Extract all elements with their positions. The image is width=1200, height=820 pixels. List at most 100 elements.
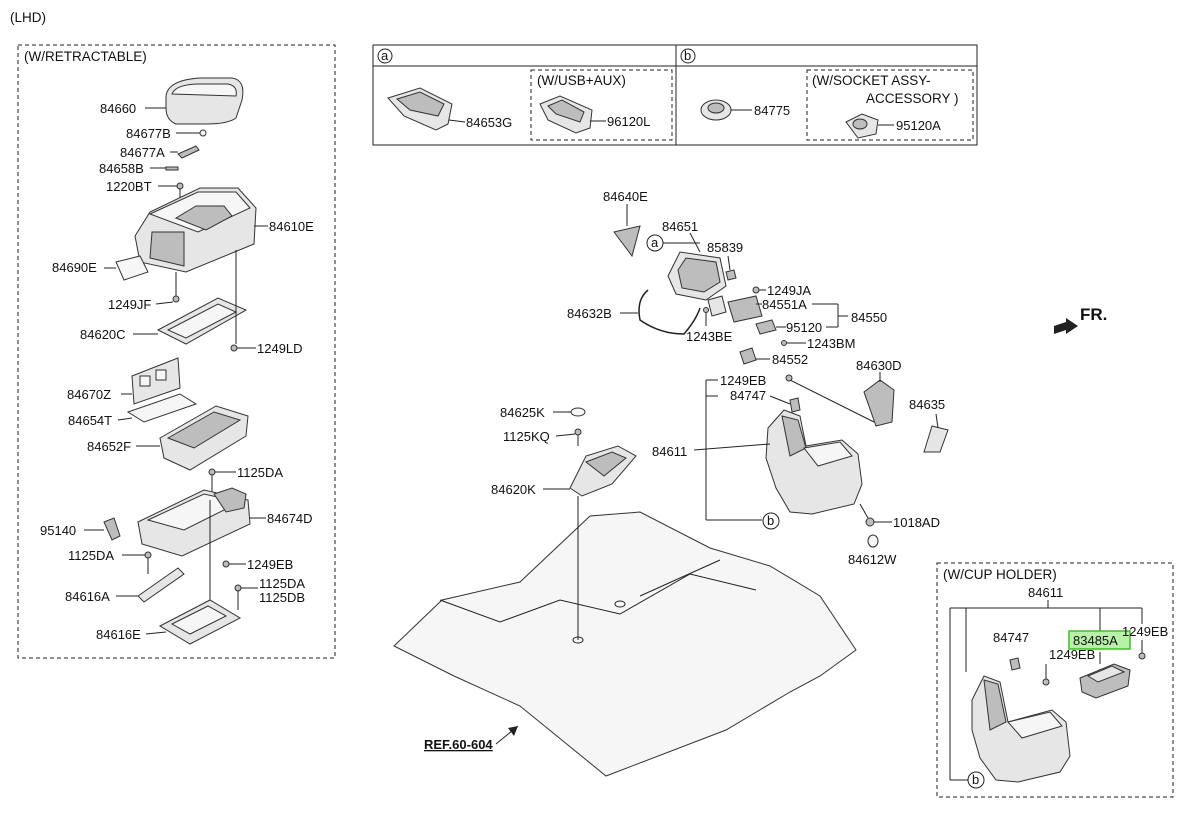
part-84652f-tray xyxy=(136,405,249,471)
lhd-label: (LHD) xyxy=(10,10,46,25)
part-84550-assembly xyxy=(707,295,848,335)
ref-label: REF.60-604 xyxy=(424,737,493,752)
leader-84611 xyxy=(693,379,771,521)
part-1249ja xyxy=(752,286,766,294)
part-84654t-mat xyxy=(117,393,198,423)
socket-title-line2: ACCESSORY ) xyxy=(866,91,959,106)
label-84630d: 84630D xyxy=(856,358,902,373)
label-84620k: 84620K xyxy=(491,482,536,497)
part-84658b xyxy=(150,166,179,171)
label-84632b: 84632B xyxy=(567,306,612,321)
part-84677b xyxy=(176,129,207,137)
highlight-83485a[interactable] xyxy=(1068,630,1131,650)
part-84611-console xyxy=(765,377,875,515)
label-96120l: 96120L xyxy=(607,114,650,129)
callout-b-cup xyxy=(967,771,985,789)
label-1243bm: 1243BM xyxy=(807,336,855,351)
label-84610e: 84610E xyxy=(269,219,314,234)
part-1243be xyxy=(703,307,709,326)
part-84653g xyxy=(387,87,466,131)
label-84677b: 84677B xyxy=(126,126,171,141)
label-1125da-upper: 1125DA xyxy=(237,465,283,480)
label-84635: 84635 xyxy=(909,397,945,412)
callout-b-center-label: b xyxy=(767,513,774,528)
part-1125kq xyxy=(555,428,582,446)
label-1249jf: 1249JF xyxy=(108,297,151,312)
part-84612w xyxy=(867,534,879,548)
part-1249jf xyxy=(155,272,180,305)
part-84674d-bracket xyxy=(137,487,266,557)
part-96120l xyxy=(539,95,606,134)
label-84551a: 84551A xyxy=(762,297,807,312)
part-1249eb-left xyxy=(222,560,246,568)
part-84775 xyxy=(700,99,752,121)
label-84552: 84552 xyxy=(772,352,808,367)
label-84660: 84660 xyxy=(100,101,136,116)
part-85839 xyxy=(725,255,737,281)
label-95140: 95140 xyxy=(40,523,76,538)
label-1249ja: 1249JA xyxy=(767,283,811,298)
part-84620k xyxy=(543,445,637,640)
part-84747-center xyxy=(769,395,801,413)
part-1249eb-cup-a xyxy=(1042,664,1050,686)
front-direction-label: FR. xyxy=(1080,305,1107,324)
part-1125da-mid xyxy=(122,551,152,574)
label-84550: 84550 xyxy=(851,310,887,325)
retractable-panel-frame xyxy=(17,44,336,659)
part-1018ad xyxy=(859,503,892,527)
part-1243bm xyxy=(781,340,806,346)
part-1249eb-cup-b xyxy=(1138,640,1146,660)
part-84747-cup xyxy=(1009,657,1021,671)
label-1249eb-center: 1249EB xyxy=(720,373,766,388)
label-84653g: 84653G xyxy=(466,115,512,130)
callout-a-center xyxy=(646,234,700,252)
usb-aux-title: (W/USB+AUX) xyxy=(537,73,626,88)
label-1249eb-cup-a: 1249EB xyxy=(1049,647,1095,662)
part-84611-cup-console xyxy=(971,675,1071,783)
callout-a-table: a xyxy=(381,48,389,63)
label-84677a: 84677A xyxy=(120,145,165,160)
label-84611-center: 84611 xyxy=(652,444,687,459)
part-84651-bezel xyxy=(667,232,727,301)
part-1249eb-center xyxy=(785,374,793,382)
label-84775: 84775 xyxy=(754,103,790,118)
label-84616e: 84616E xyxy=(96,627,141,642)
socket-title-line1: (W/SOCKET ASSY- xyxy=(812,73,931,88)
callout-b-center xyxy=(762,512,780,530)
part-84630d-vent xyxy=(863,372,895,427)
label-84690e: 84690E xyxy=(52,260,97,275)
label-1125db: 1125DB xyxy=(259,590,305,605)
callout-b-cup-label: b xyxy=(972,772,979,787)
label-84747-center: 84747 xyxy=(730,388,766,403)
part-84616e-base xyxy=(145,500,242,645)
part-84610e-console-upper xyxy=(134,187,268,273)
label-1125da-mid: 1125DA xyxy=(68,548,114,563)
part-84620c-frame xyxy=(133,250,248,345)
label-84670z: 84670Z xyxy=(67,387,111,402)
part-84660-armrest-lid xyxy=(145,77,244,125)
label-1243be: 1243BE xyxy=(686,329,733,344)
label-84620c: 84620C xyxy=(80,327,126,342)
front-direction-arrow xyxy=(1054,318,1078,334)
label-84658b: 84658B xyxy=(99,161,144,176)
label-1125da-lower: 1125DA xyxy=(259,576,305,591)
label-1249eb-left: 1249EB xyxy=(247,557,293,572)
part-84635 xyxy=(923,413,949,453)
cup-holder-panel-title: (W/CUP HOLDER) xyxy=(943,567,1057,582)
label-95120a: 95120A xyxy=(896,118,941,133)
label-1249ld: 1249LD xyxy=(257,341,303,356)
part-84690e xyxy=(104,255,149,281)
label-84651: 84651 xyxy=(662,219,698,234)
label-84625k: 84625K xyxy=(500,405,545,420)
label-84612w: 84612W xyxy=(848,552,897,567)
label-83485a[interactable]: 83485A xyxy=(1073,633,1118,648)
part-84632b-wire xyxy=(620,289,701,335)
leader-84611-cup xyxy=(949,600,1143,781)
label-84747-cup: 84747 xyxy=(993,630,1029,645)
callout-b-table: b xyxy=(684,48,691,63)
label-1125kq: 1125KQ xyxy=(503,429,550,444)
part-1220bt xyxy=(158,182,184,198)
part-84616a-rail xyxy=(116,567,185,603)
part-84677a xyxy=(170,145,200,159)
